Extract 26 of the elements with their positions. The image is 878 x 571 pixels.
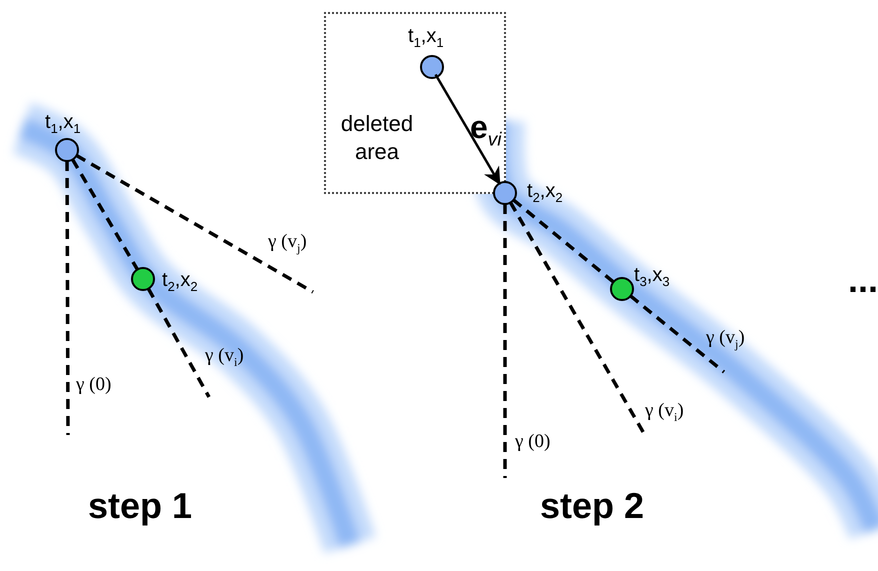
ellipsis: ...	[848, 262, 878, 298]
ray-label: γ (v$_{i}$)	[205, 346, 244, 368]
point-label: t$_{1}$,x$_{1}$	[45, 112, 81, 135]
dashed-line	[71, 158, 139, 270]
arrow	[434, 74, 501, 186]
dashed-line	[76, 154, 314, 294]
ray-label: γ (v$_{j}$)	[706, 328, 745, 350]
dashed-line	[512, 198, 615, 284]
dashed-line	[629, 294, 726, 374]
point-label: t$_{1}$,x$_{1}$	[408, 26, 444, 49]
deleted-area-box	[324, 12, 506, 194]
ray-label: γ (0)	[515, 432, 550, 451]
point-label: t$_{3}$,x$_{3}$	[634, 265, 670, 288]
dashed-line	[503, 204, 507, 478]
point-label: t$_{2}$,x$_{2}$	[162, 270, 198, 293]
ray-label: γ (v$_{i}$)	[645, 401, 684, 423]
dashed-line	[146, 288, 211, 398]
ray-label: γ (0)	[76, 375, 112, 394]
point-circle	[420, 55, 444, 79]
point-label: t$_{2}$,x$_{2}$	[527, 181, 563, 204]
ray-label: γ (v$_{j}$)	[268, 232, 307, 254]
step-label: step 2	[540, 488, 644, 524]
vector-label: e$_{vi}$	[470, 111, 502, 150]
area-label: deleted area	[340, 110, 414, 165]
dashed-line	[65, 161, 70, 435]
step-label: step 1	[88, 488, 192, 524]
